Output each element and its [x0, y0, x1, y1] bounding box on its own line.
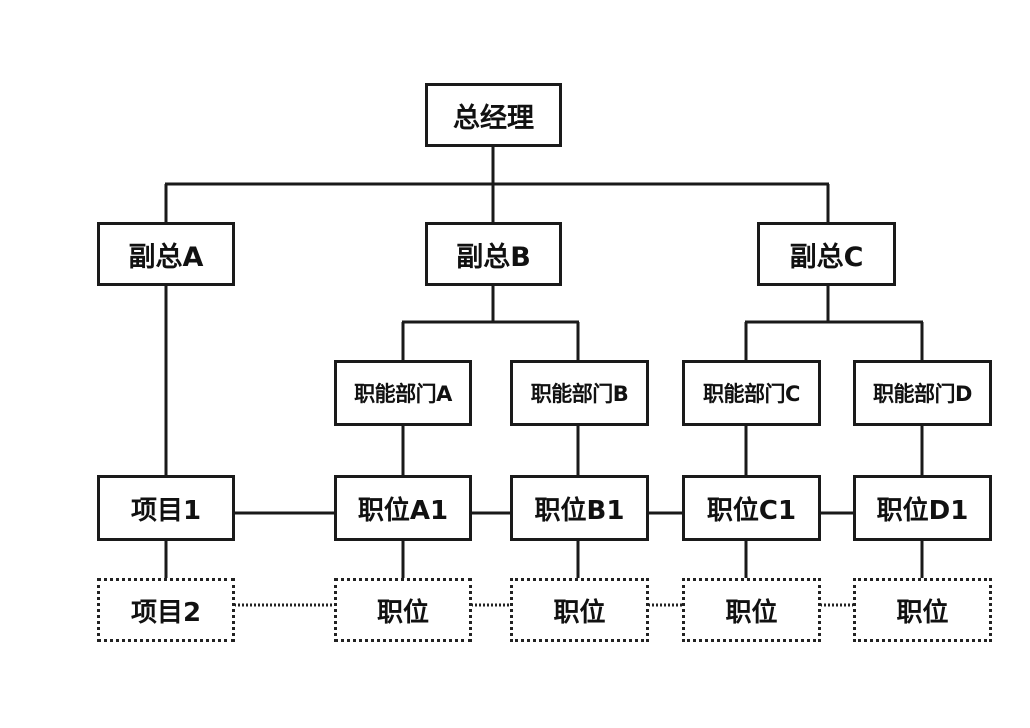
node-position-a: 职位	[334, 578, 472, 642]
node-label: 职位	[376, 597, 429, 628]
node-position-d1: 职位D1	[853, 475, 992, 541]
node-label: 职位	[553, 597, 606, 628]
node-project-2: 项目2	[97, 578, 235, 642]
node-label: 项目1	[130, 495, 202, 526]
node-label: 职位	[896, 597, 949, 628]
node-position-c1: 职位C1	[682, 475, 821, 541]
node-label: 项目2	[130, 597, 202, 628]
node-dept-d: 职能部门D	[853, 360, 992, 426]
node-label: 总经理	[453, 102, 534, 134]
node-general-manager: 总经理	[425, 83, 562, 147]
node-label: 职能部门A	[354, 382, 452, 406]
node-label: 职位	[725, 597, 778, 628]
node-label: 职能部门D	[873, 382, 972, 406]
node-label: 副总C	[789, 241, 864, 273]
node-label: 副总B	[456, 241, 531, 273]
node-project-1: 项目1	[97, 475, 235, 541]
node-label: 职位D1	[876, 495, 969, 526]
node-label: 职位B1	[534, 495, 625, 526]
node-label: 职位C1	[706, 495, 797, 526]
node-dept-a: 职能部门A	[334, 360, 472, 426]
node-dept-b: 职能部门B	[510, 360, 649, 426]
node-position-b1: 职位B1	[510, 475, 649, 541]
node-position-a1: 职位A1	[334, 475, 472, 541]
node-position-b: 职位	[510, 578, 649, 642]
node-position-c: 职位	[682, 578, 821, 642]
node-position-d: 职位	[853, 578, 992, 642]
node-label: 职能部门C	[703, 382, 800, 406]
node-label: 副总A	[128, 241, 204, 273]
node-label: 职位A1	[357, 495, 449, 526]
node-label: 职能部门B	[530, 382, 629, 406]
node-vp-c: 副总C	[757, 222, 896, 286]
node-vp-a: 副总A	[97, 222, 235, 286]
node-dept-c: 职能部门C	[682, 360, 821, 426]
node-vp-b: 副总B	[425, 222, 562, 286]
